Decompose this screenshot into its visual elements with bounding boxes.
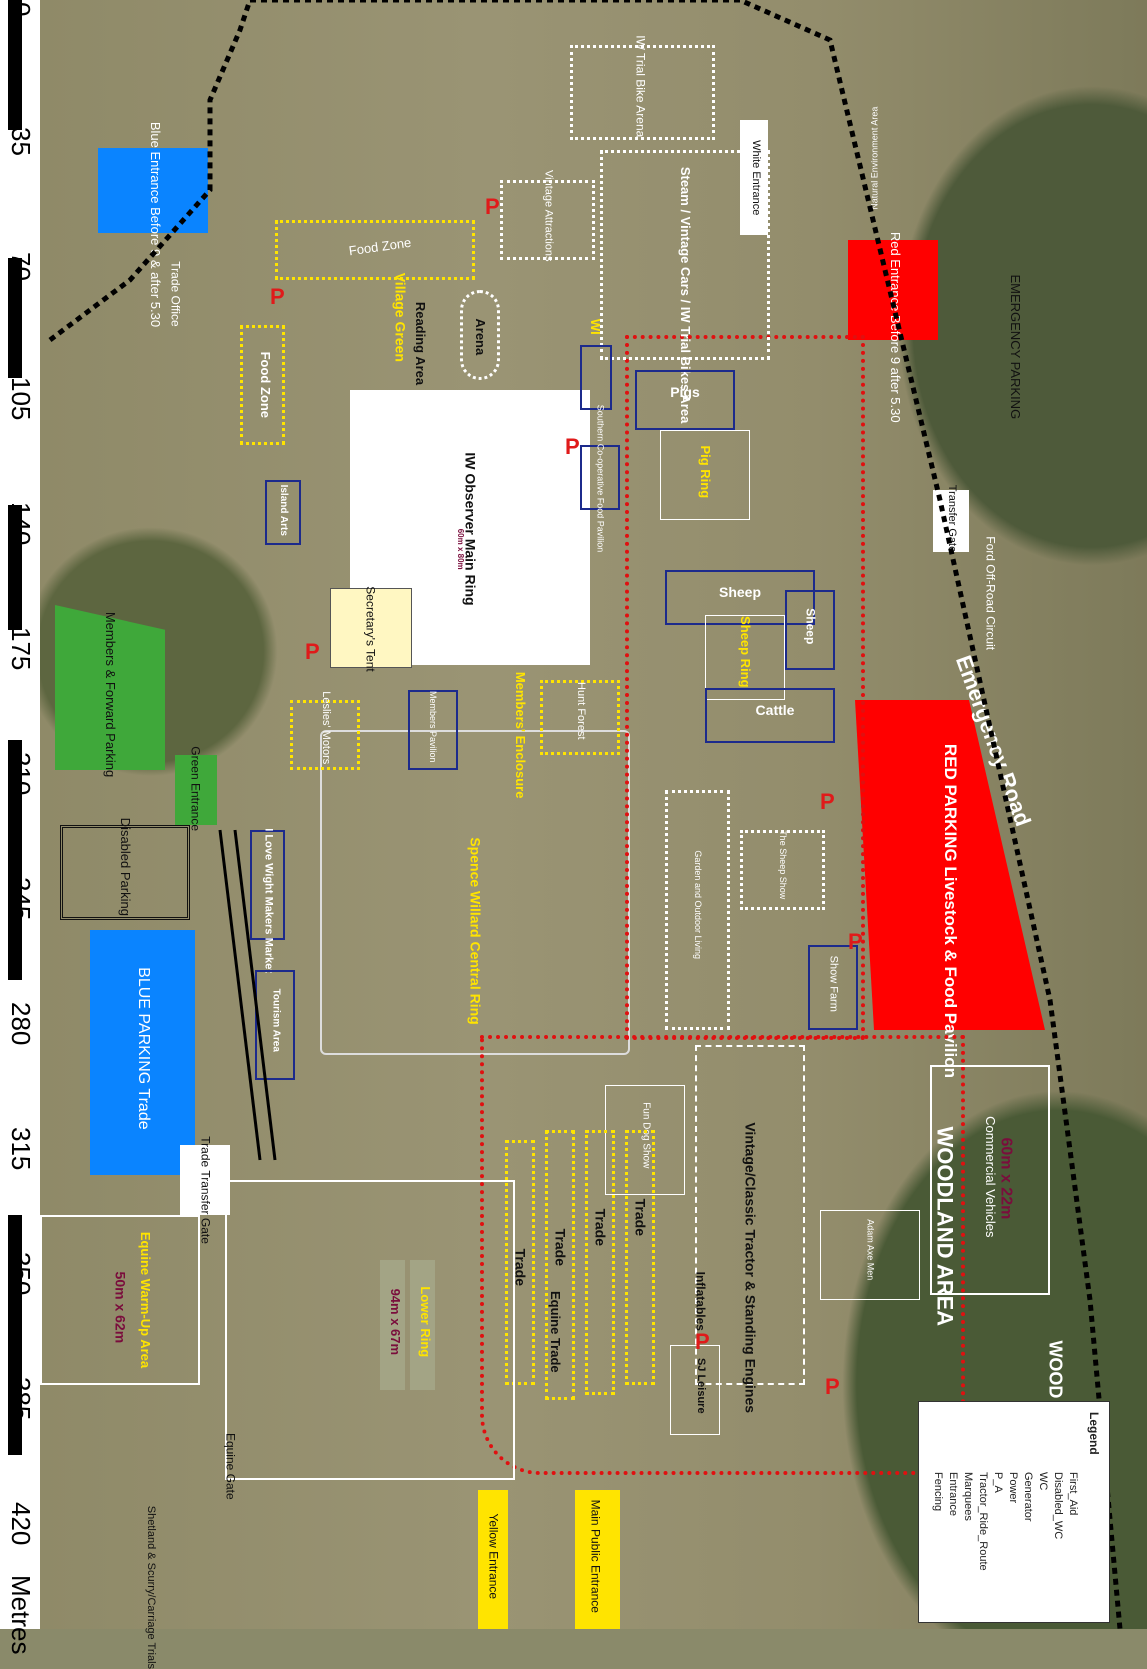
sheep-pen[interactable] [665,570,815,625]
lower-ring-name-tag [410,1260,435,1390]
scale-segment [8,740,22,980]
iw-trial-bike-arena[interactable] [570,45,715,140]
legend-item: Generator [1022,1472,1034,1522]
scale-tick-label: 105 [6,377,36,421]
pigs-label: Pigs [670,384,700,400]
showground-map: RED PARKING Livestock & Food Pavilion Re… [40,0,1147,1669]
legend-title: Legend [1087,1412,1101,1455]
trade-row-4[interactable] [505,1140,535,1385]
sheep-pen-2[interactable] [785,590,835,670]
scale-unit: Metres [6,1575,36,1655]
scale-tick-label: 35 [6,127,36,156]
power-marker: P [820,789,835,814]
vintage-attractions[interactable] [500,180,595,260]
scale-tick-label: 420 [6,1502,36,1546]
power-marker: P [270,284,285,309]
show-farm[interactable] [808,945,858,1030]
fun-dog-show[interactable] [605,1085,685,1195]
cattle-pen[interactable] [705,688,835,743]
blue-entrance-badge [98,148,208,233]
scale-tick-label: 245 [6,877,36,921]
power-marker: P [825,1374,840,1399]
hunt-forest[interactable] [540,680,620,755]
pigs-pen[interactable] [635,370,735,430]
legend-item: Marquees [962,1472,974,1521]
pig-ring[interactable] [660,430,750,520]
trade-transfer-badge [180,1145,230,1215]
trade-row-3[interactable] [545,1130,575,1400]
cattle-label: Cattle [755,702,795,718]
equine-warmup[interactable] [40,1215,200,1385]
legend-item: Power [1007,1472,1019,1504]
power-marker: P [848,929,863,954]
vintage-tractor[interactable] [695,1045,805,1385]
scale-tick-label: 70 [6,252,36,281]
power-marker: P [485,194,500,219]
legend-item: Entrance [947,1472,959,1517]
blue-parking-area[interactable] [90,930,195,1175]
scale-segment [8,1215,22,1455]
scale-tick-label: 210 [6,752,36,796]
sheep-ring[interactable] [705,615,785,700]
legend-item: P_A [992,1472,1004,1493]
scale-tick-label: 140 [6,502,36,546]
scale-segment [8,0,22,130]
makers-market[interactable] [250,830,285,940]
lower-ring-size-tag [380,1260,405,1390]
garden-outdoor[interactable] [665,790,730,1030]
island-arts[interactable] [265,480,301,545]
legend-item: First_Aid [1067,1472,1079,1516]
scale-segment [8,258,22,378]
main-public-entrance-badge [575,1490,620,1629]
legend-item: Disabled_WC [1052,1472,1064,1540]
scale-tick-label: 175 [6,627,36,671]
trade-row-1[interactable] [625,1130,655,1385]
trade-row-2[interactable] [585,1130,615,1395]
power-marker: P [565,434,580,459]
scale-tick-label: 385 [6,1377,36,1421]
trade-boundary [480,1035,965,1475]
lower-ring[interactable] [225,1180,515,1480]
legend-item: WC [1037,1472,1049,1491]
scale-tick-label: 280 [6,1002,36,1046]
power-marker: P [695,1329,710,1354]
commercial-vehicles[interactable] [930,1065,1050,1295]
red-entrance-badge [848,240,938,340]
members-parking-area[interactable] [55,605,165,770]
coop-pavilion[interactable] [580,445,620,510]
legend-item: Fencing [932,1472,944,1512]
scale-tick-label: 0 [6,2,36,17]
wi-marquee[interactable] [580,345,612,410]
sj-leisure[interactable] [670,1345,720,1435]
central-ring[interactable] [320,730,630,1055]
food-zone-1[interactable] [275,220,475,280]
members-pavilion[interactable] [408,690,458,770]
white-entrance-badge [740,120,768,235]
disabled-parking[interactable] [60,825,190,920]
steam-vintage-area[interactable] [600,150,770,360]
scale-tick-label: 350 [6,1252,36,1296]
power-marker: P [305,639,320,664]
sheep-show[interactable] [740,830,825,910]
yellow-entrance-badge [478,1490,508,1629]
tourism-area[interactable] [255,970,295,1080]
leslies-motors[interactable] [290,700,360,770]
green-entrance-badge [175,755,217,825]
legend-item: Tractor_Ride_Route [977,1472,989,1571]
fence-lines [48,0,1123,1629]
secretary-tent-badge [330,588,412,668]
sheep-label: Sheep [718,584,761,600]
scale-tick-label: 315 [6,1127,36,1171]
scale-segment [8,505,22,630]
adam-axe-men[interactable] [820,1210,920,1300]
arena[interactable] [460,290,500,380]
food-zone-2[interactable] [240,325,285,445]
scale-bar: 0 35 70 105 140 175 210 245 280 315 350 385 420 Metr… [0,0,40,1654]
